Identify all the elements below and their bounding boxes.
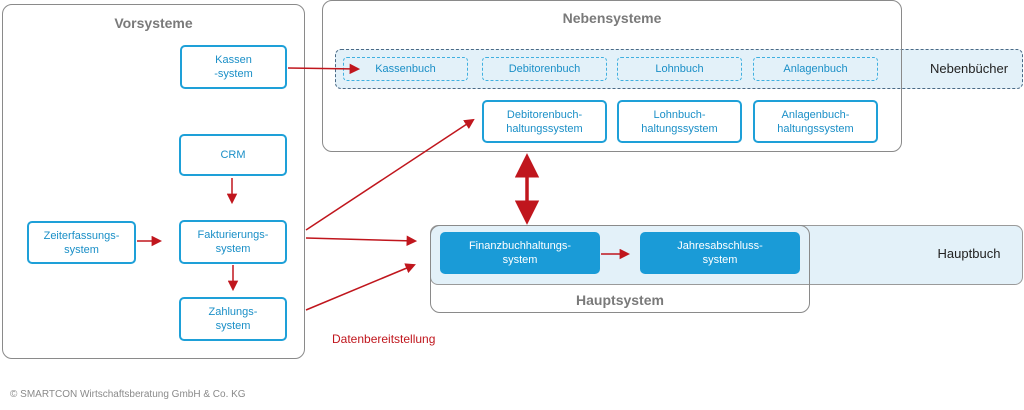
lohnbuch-item: Lohnbuch [617, 57, 742, 81]
arrow-kassensystem-to-kassenbuch [287, 63, 361, 75]
vorsysteme-title: Vorsysteme [114, 15, 193, 31]
lohnbuchhaltungssystem-node: Lohnbuch- haltungssystem [617, 100, 742, 143]
zeiterfassungssystem-node: Zeiterfassungs- system [27, 221, 136, 264]
copyright-footer: © SMARTCON Wirtschaftsberatung GmbH & Co… [10, 389, 246, 400]
arrow-fakturierung-to-hauptbuch [305, 235, 418, 247]
nebenbuecher-band [335, 49, 1023, 89]
vorsysteme-group: Vorsysteme [2, 4, 305, 359]
anlagenbuchhaltungssystem-node: Anlagenbuch- haltungssystem [753, 100, 878, 143]
nebensysteme-group: Nebensysteme [322, 0, 902, 152]
crm-node: CRM [179, 134, 287, 176]
hauptsystem-group: Hauptsystem [430, 225, 810, 313]
zahlungssystem-node: Zahlungs- system [179, 297, 287, 341]
fakturierungssystem-node: Fakturierungs- system [179, 220, 287, 264]
arrow-fakturierung-to-debitorenbuchhaltung [305, 118, 475, 231]
nebensysteme-title: Nebensysteme [562, 10, 662, 26]
datenbereitstellung-annotation: Datenbereitstellung [332, 332, 436, 346]
nebenbuecher-label: Nebenbücher [929, 61, 1009, 76]
jahresabschlusssystem-node: Jahresabschluss- system [640, 232, 800, 274]
finanzbuchhaltungssystem-node: Finanzbuchhaltungs- system [440, 232, 600, 274]
debitorenbuch-item: Debitorenbuch [482, 57, 607, 81]
arrow-zahlung-to-hauptbuch [305, 263, 416, 311]
hauptbuch-label: Hauptbuch [937, 246, 1001, 261]
anlagenbuch-item: Anlagenbuch [753, 57, 878, 81]
hauptsystem-title: Hauptsystem [576, 292, 664, 308]
kassensystem-node: Kassen -system [180, 45, 287, 89]
debitorenbuchhaltungssystem-node: Debitorenbuch- haltungssystem [482, 100, 607, 143]
